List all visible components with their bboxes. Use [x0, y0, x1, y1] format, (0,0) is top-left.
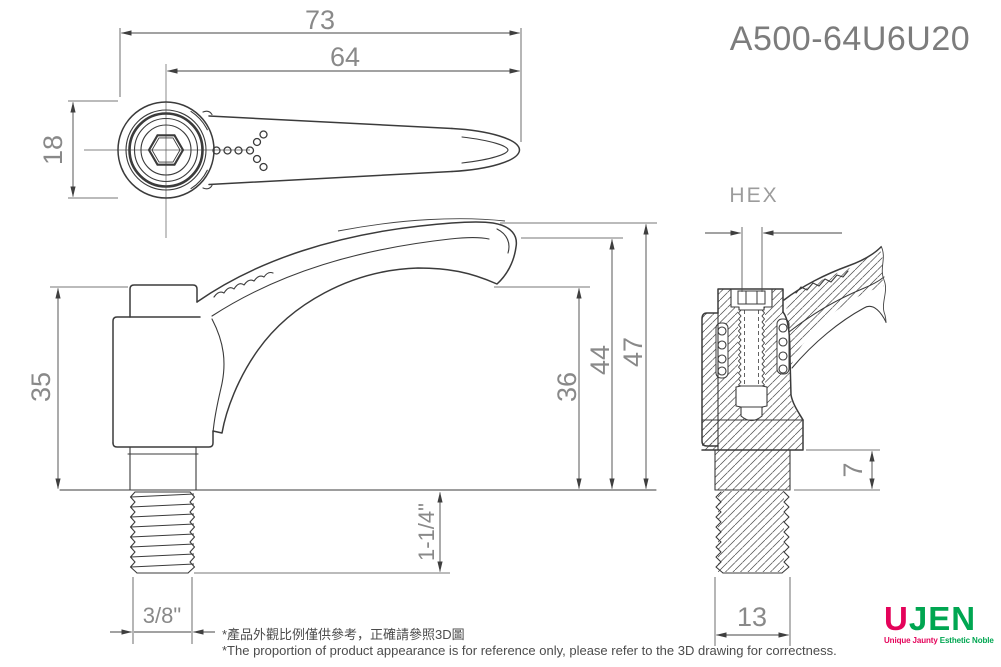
dim-thread-size: 3/8": [110, 577, 215, 644]
dim-64: 64: [166, 42, 521, 74]
logo-letter-u: U: [884, 600, 909, 637]
section-hatching: [702, 250, 884, 572]
dim-handle-length-label: 64: [330, 42, 360, 72]
section-stud: [715, 491, 790, 574]
footnotes: *產品外觀比例僅供參考，正確請參照3D圖 *The proportion of …: [222, 627, 837, 659]
section-ball-plungers: [715, 318, 790, 379]
top-view: 73 64 18: [38, 5, 522, 238]
dim-h47-label: 47: [618, 337, 648, 367]
part-number: A500-64U6U20: [729, 20, 971, 58]
tagline-word-1: Unique: [884, 636, 911, 645]
dim-73: 73: [119, 5, 522, 142]
section-white-insets: [716, 288, 789, 421]
section-bolt: [730, 288, 773, 422]
dim-stud-width-label: 13: [737, 602, 767, 632]
dim-hex: HEX: [705, 184, 842, 292]
arm-hatch: [786, 250, 884, 366]
dim-thread-size-label: 3/8": [143, 603, 181, 628]
dim-boss-step-label: 7: [838, 462, 868, 477]
handle-serrations: [213, 271, 274, 298]
side-view-body: [112, 284, 214, 491]
dim-boss-diameter-label: 18: [38, 135, 68, 165]
dim-h44-label: 44: [585, 345, 615, 375]
dim-7: 7: [794, 449, 880, 491]
section-outline: [701, 288, 804, 491]
logo-letters-jen: JEN: [908, 600, 977, 637]
footnote-en: *The proportion of product appearance is…: [222, 642, 837, 658]
top-view-centerlines: [84, 64, 250, 238]
dim-h36-label: 36: [552, 372, 582, 402]
tagline-word-4: Noble: [972, 636, 994, 645]
top-view-boss-circles: [117, 101, 215, 199]
dim-18: 18: [38, 100, 118, 199]
top-view-handle-outline: [190, 110, 521, 190]
dim-overall-length-label: 73: [305, 5, 335, 35]
logo-wordmark: UJEN: [884, 602, 994, 635]
footnote-zh: *產品外觀比例僅供參考，正確請參照3D圖: [222, 627, 465, 642]
dim-35: 35: [26, 286, 128, 490]
side-view-threaded-stud: [129, 491, 196, 574]
side-view: 35 36 44 47 1-1/4": [26, 218, 657, 644]
tagline-word-3: Esthetic: [939, 636, 971, 645]
hex-socket: [147, 134, 185, 166]
dim-36: 36: [494, 286, 590, 490]
arm-break-line: [880, 245, 887, 324]
side-view-handle: [196, 218, 518, 434]
dim-13: 13: [714, 577, 791, 646]
arm-serrations: [795, 270, 849, 294]
dim-thread-length: 1-1/4": [194, 491, 450, 574]
tagline-word-2: Jaunty: [912, 636, 938, 645]
thread-crest-lines: [130, 493, 195, 568]
dim-body-height-label: 35: [26, 372, 56, 402]
top-view-grip-dimples: [212, 130, 268, 172]
section-arm: [783, 245, 887, 369]
dim-47: 47: [500, 222, 657, 490]
hex-label: HEX: [729, 184, 778, 207]
dim-thread-length-label: 1-1/4": [414, 503, 439, 561]
section-view: HEX 7 13: [701, 184, 887, 646]
dim-44: 44: [521, 237, 623, 490]
